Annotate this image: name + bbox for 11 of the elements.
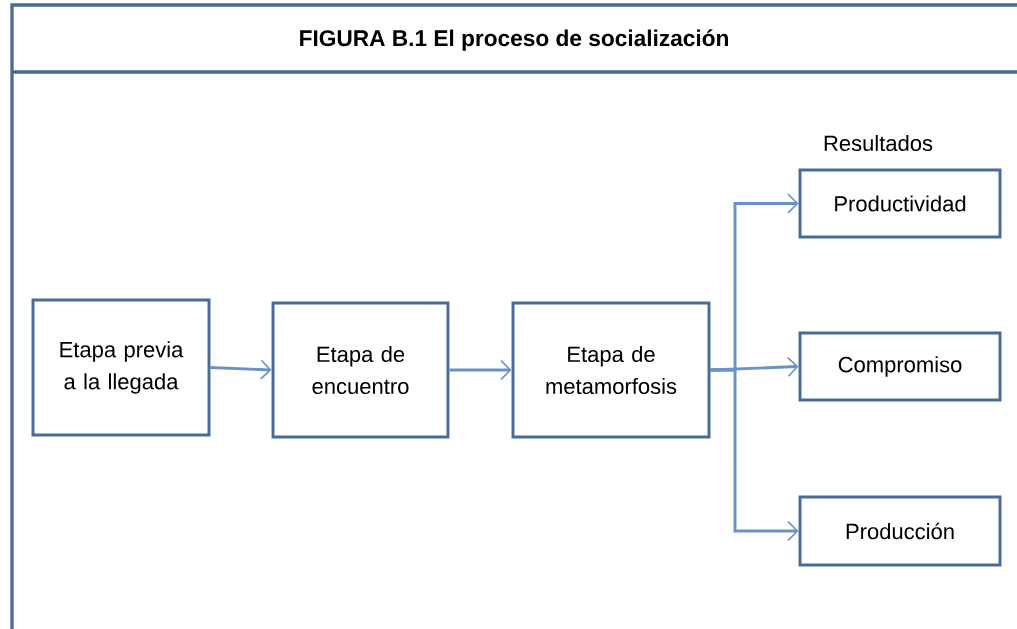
arrow bbox=[710, 368, 799, 542]
process-box: Compromiso bbox=[798, 331, 1002, 402]
process-box: Etapa de encuentro bbox=[271, 301, 450, 439]
arrow bbox=[449, 359, 512, 381]
figure-title: FIGURA B.1 El proceso de socialización bbox=[300, 29, 728, 51]
process-box: Etapa de metamorfosis bbox=[511, 301, 711, 439]
arrow bbox=[210, 359, 272, 380]
process-box: Producción bbox=[798, 495, 1002, 567]
process-box: Productividad bbox=[798, 168, 1002, 239]
process-box: Etapa previa a la llegada bbox=[31, 298, 211, 437]
arrow bbox=[710, 356, 799, 378]
